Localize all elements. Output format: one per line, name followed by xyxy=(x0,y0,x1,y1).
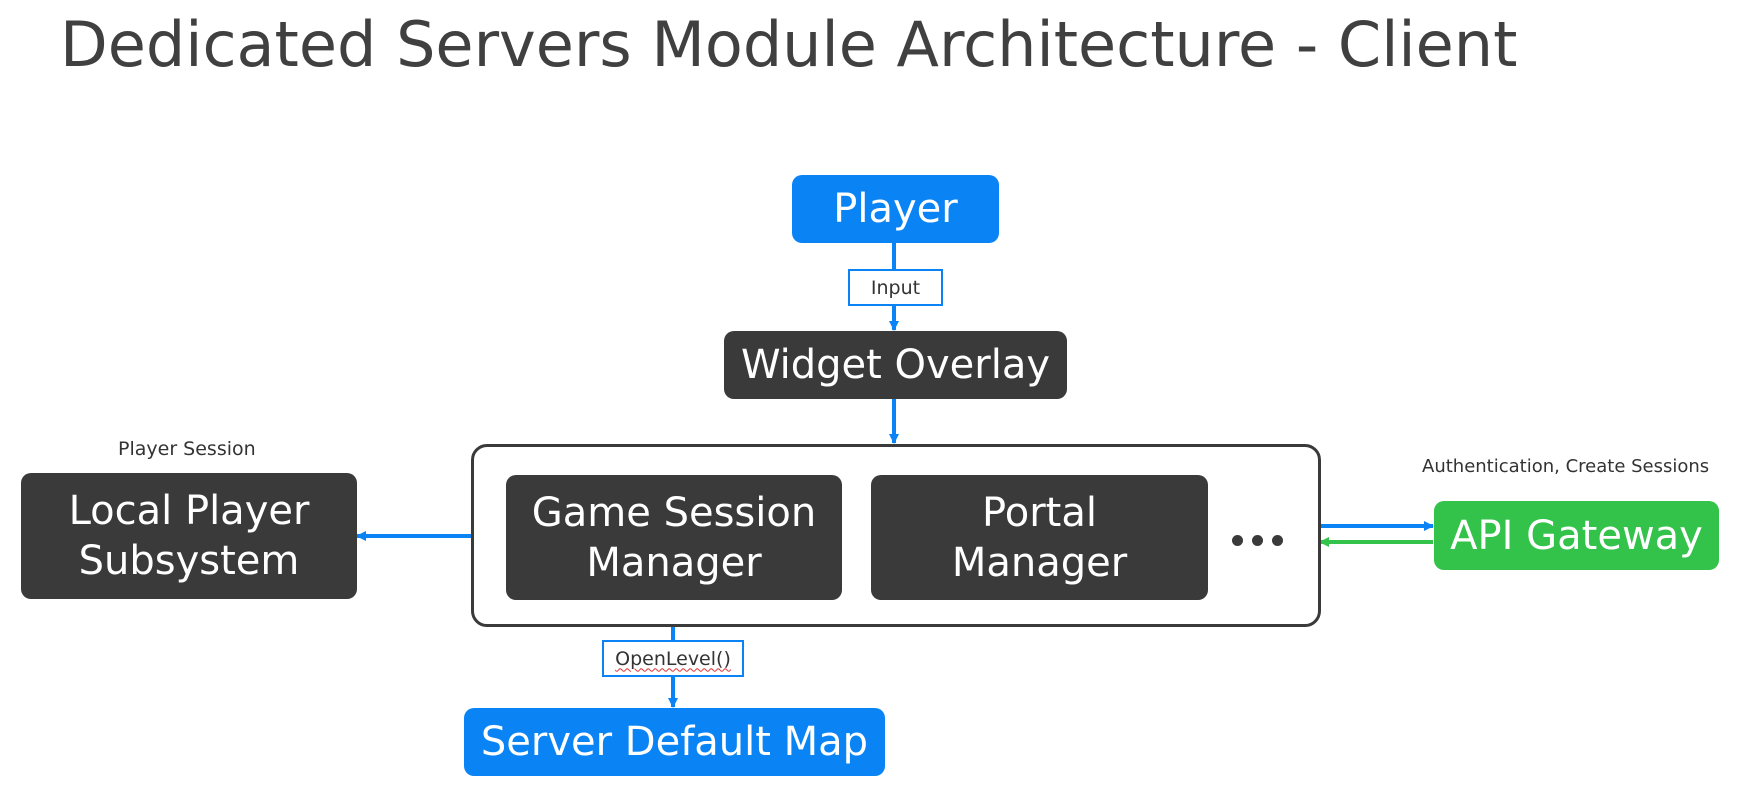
server-default-map-label: Server Default Map xyxy=(480,719,869,765)
player-node: Player xyxy=(792,175,999,243)
widget-overlay-node: Widget Overlay xyxy=(724,331,1067,399)
portal-manager-node: Portal Manager xyxy=(871,475,1208,600)
more-ellipsis-icon xyxy=(1232,535,1283,546)
page-title: Dedicated Servers Module Architecture - … xyxy=(60,8,1518,81)
server-default-map-node: Server Default Map xyxy=(464,708,885,776)
input-edge-label: Input xyxy=(848,269,943,306)
api-gateway-node: API Gateway xyxy=(1434,501,1719,570)
game-session-manager-node: Game Session Manager xyxy=(506,475,842,600)
local-player-subsystem-label: Local Player Subsystem xyxy=(68,488,310,584)
player-label: Player xyxy=(833,186,958,232)
player-session-note: Player Session xyxy=(118,438,256,460)
portal-manager-label: Portal Manager xyxy=(951,489,1128,586)
ellipsis-dot xyxy=(1252,535,1263,546)
game-session-manager-label: Game Session Manager xyxy=(531,489,817,586)
widget-overlay-label: Widget Overlay xyxy=(740,342,1051,388)
open-level-label-text: OpenLevel() xyxy=(615,647,731,670)
auth-sessions-note: Authentication, Create Sessions xyxy=(1422,456,1710,477)
input-label-text: Input xyxy=(870,276,921,299)
ellipsis-dot xyxy=(1272,535,1283,546)
api-gateway-label: API Gateway xyxy=(1450,512,1703,559)
local-player-subsystem-node: Local Player Subsystem xyxy=(21,473,357,599)
open-level-edge-label: OpenLevel() xyxy=(602,640,744,677)
ellipsis-dot xyxy=(1232,535,1243,546)
